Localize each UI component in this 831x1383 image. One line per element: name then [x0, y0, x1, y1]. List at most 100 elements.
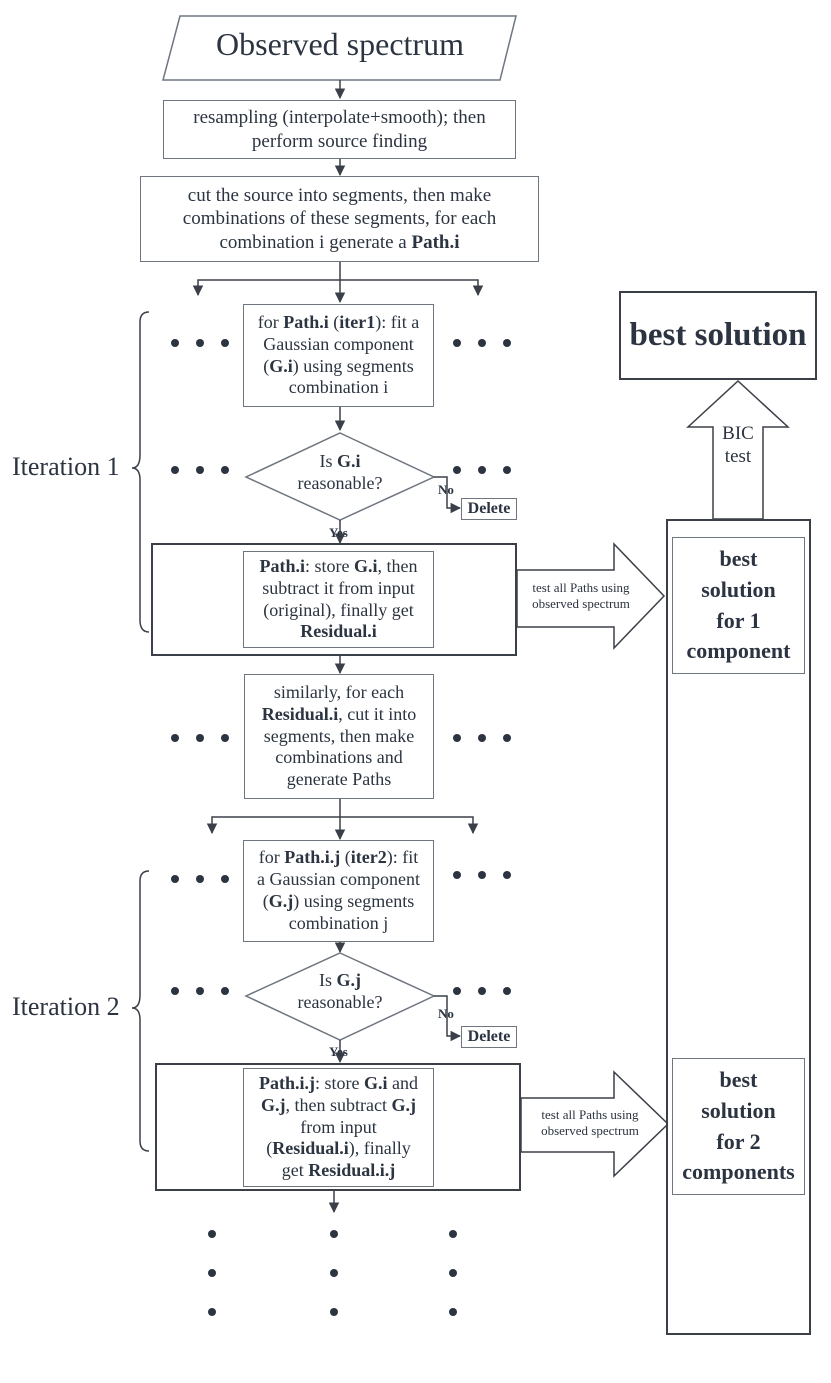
cut-box: cut the source into segments, then make …	[140, 176, 539, 262]
text: ): fit	[386, 847, 419, 868]
text: best	[719, 545, 758, 571]
text: Path.i.j	[284, 847, 341, 868]
text: (original), finally get	[263, 599, 414, 620]
cut-line1: cut the source into segments, then make	[187, 185, 492, 207]
text: G.j	[391, 1094, 416, 1115]
text: iter2	[350, 847, 387, 868]
text: (	[266, 1138, 273, 1159]
resample-box: resampling (interpolate+smooth); then pe…	[163, 100, 516, 159]
text: and	[387, 1072, 418, 1093]
text: ): fit a	[375, 311, 420, 332]
similar-box: similarly, for each Residual.i, cut it i…	[244, 674, 434, 799]
text: G.i	[269, 355, 293, 376]
iter1-decision-text: Is G.i reasonable?	[266, 451, 414, 495]
iter1-yes-label: Yes	[329, 525, 348, 540]
text: G.j	[261, 1094, 286, 1115]
iter1-delete-box: Delete	[461, 498, 517, 520]
text: for 1	[716, 607, 761, 633]
text: reasonable?	[297, 991, 383, 1012]
iter1-fit-box: for Path.i (iter1): fit a Gaussian compo…	[243, 304, 434, 407]
text: reasonable?	[297, 472, 383, 493]
text: get	[281, 1160, 309, 1181]
iter2-delete-box: Delete	[461, 1026, 517, 1048]
best-solution-title: best solution	[629, 317, 807, 354]
text: best	[719, 1066, 758, 1092]
iter1-no-label: No	[438, 482, 454, 497]
text: for	[257, 311, 284, 332]
text: iter1	[339, 311, 376, 332]
text: Path.i.j	[258, 1072, 315, 1093]
text: observed spectrum	[532, 595, 630, 611]
text: (	[328, 311, 340, 332]
iter2-no-label: No	[438, 1006, 454, 1021]
cut-line3: combination i generate a	[219, 231, 412, 253]
text: ) using segments	[292, 355, 414, 376]
text: G.i	[354, 555, 378, 576]
start-label: Observed spectrum	[216, 26, 464, 62]
best-solution-box: best solution	[619, 291, 817, 380]
text: solution	[701, 1097, 776, 1123]
text: components	[682, 1159, 795, 1185]
branch-connector	[192, 279, 484, 297]
iteration-1-label: Iteration 1	[12, 452, 120, 481]
branch-connector	[206, 816, 479, 835]
text: , then	[377, 555, 418, 576]
text: test all Paths using	[541, 1107, 639, 1122]
iter2-store-box: Path.i.j: store G.i and G.j, then subtra…	[243, 1068, 434, 1187]
text: component	[686, 638, 791, 664]
bic-test-text: BIC test	[713, 422, 763, 468]
iter1-store-box: Path.i: store G.i, then subtract it from…	[243, 551, 434, 648]
text: for	[258, 847, 285, 868]
test-arrow-2	[520, 1070, 670, 1178]
text: : store	[314, 1072, 364, 1093]
no-connector	[434, 995, 462, 1042]
text: ), finally	[348, 1138, 411, 1159]
text: Is	[319, 970, 337, 990]
text: Residual.i	[300, 621, 377, 642]
text: similarly, for each	[273, 681, 405, 702]
text: combinations and	[275, 747, 403, 768]
text: Residual.i.j	[308, 1160, 396, 1181]
text: G.j	[336, 970, 362, 990]
test-arrow-1	[516, 542, 666, 650]
text: test	[724, 446, 752, 468]
best-1-component-box: best solution for 1 component	[672, 537, 805, 674]
iteration-1-brace	[131, 311, 150, 633]
bic-arrow	[686, 379, 790, 520]
text: Gaussian component	[263, 333, 414, 354]
text: subtract it from input	[262, 577, 415, 598]
resample-line2: perform source finding	[251, 130, 428, 152]
no-connector	[434, 476, 462, 514]
text: combination i	[288, 377, 389, 398]
start-shape	[162, 15, 517, 81]
text: G.i	[336, 451, 361, 471]
text: Residual.i	[272, 1138, 349, 1159]
iter1-test-text: test all Paths using observed spectrum	[514, 580, 648, 612]
iter2-test-text: test all Paths using observed spectrum	[523, 1107, 657, 1139]
text: combination j	[288, 912, 389, 933]
iteration-2-label: Iteration 2	[12, 992, 120, 1021]
text: Is	[319, 451, 337, 471]
iteration-2-brace	[131, 870, 150, 1152]
cut-line2: combinations of these segments, for each	[182, 208, 497, 230]
text: a Gaussian component	[257, 869, 420, 890]
text: Residual.i	[261, 703, 339, 724]
text: from input	[300, 1116, 377, 1137]
text: : store	[305, 555, 354, 576]
text: solution	[701, 576, 776, 602]
text: BIC	[722, 423, 754, 444]
text: G.j	[268, 891, 294, 911]
text: , then subtract	[285, 1094, 392, 1115]
text: (	[262, 891, 269, 911]
text: Path.i	[283, 311, 329, 332]
text: observed spectrum	[541, 1122, 639, 1138]
resample-line1: resampling (interpolate+smooth); then	[193, 107, 486, 129]
text: ) using segments	[293, 891, 415, 911]
iter2-decision-text: Is G.j reasonable?	[266, 970, 414, 1014]
text: generate Paths	[286, 769, 392, 790]
text: , cut it into	[338, 703, 417, 724]
text: segments, then make	[263, 725, 415, 746]
text: (	[263, 355, 270, 376]
text: test all Paths using	[532, 580, 630, 595]
